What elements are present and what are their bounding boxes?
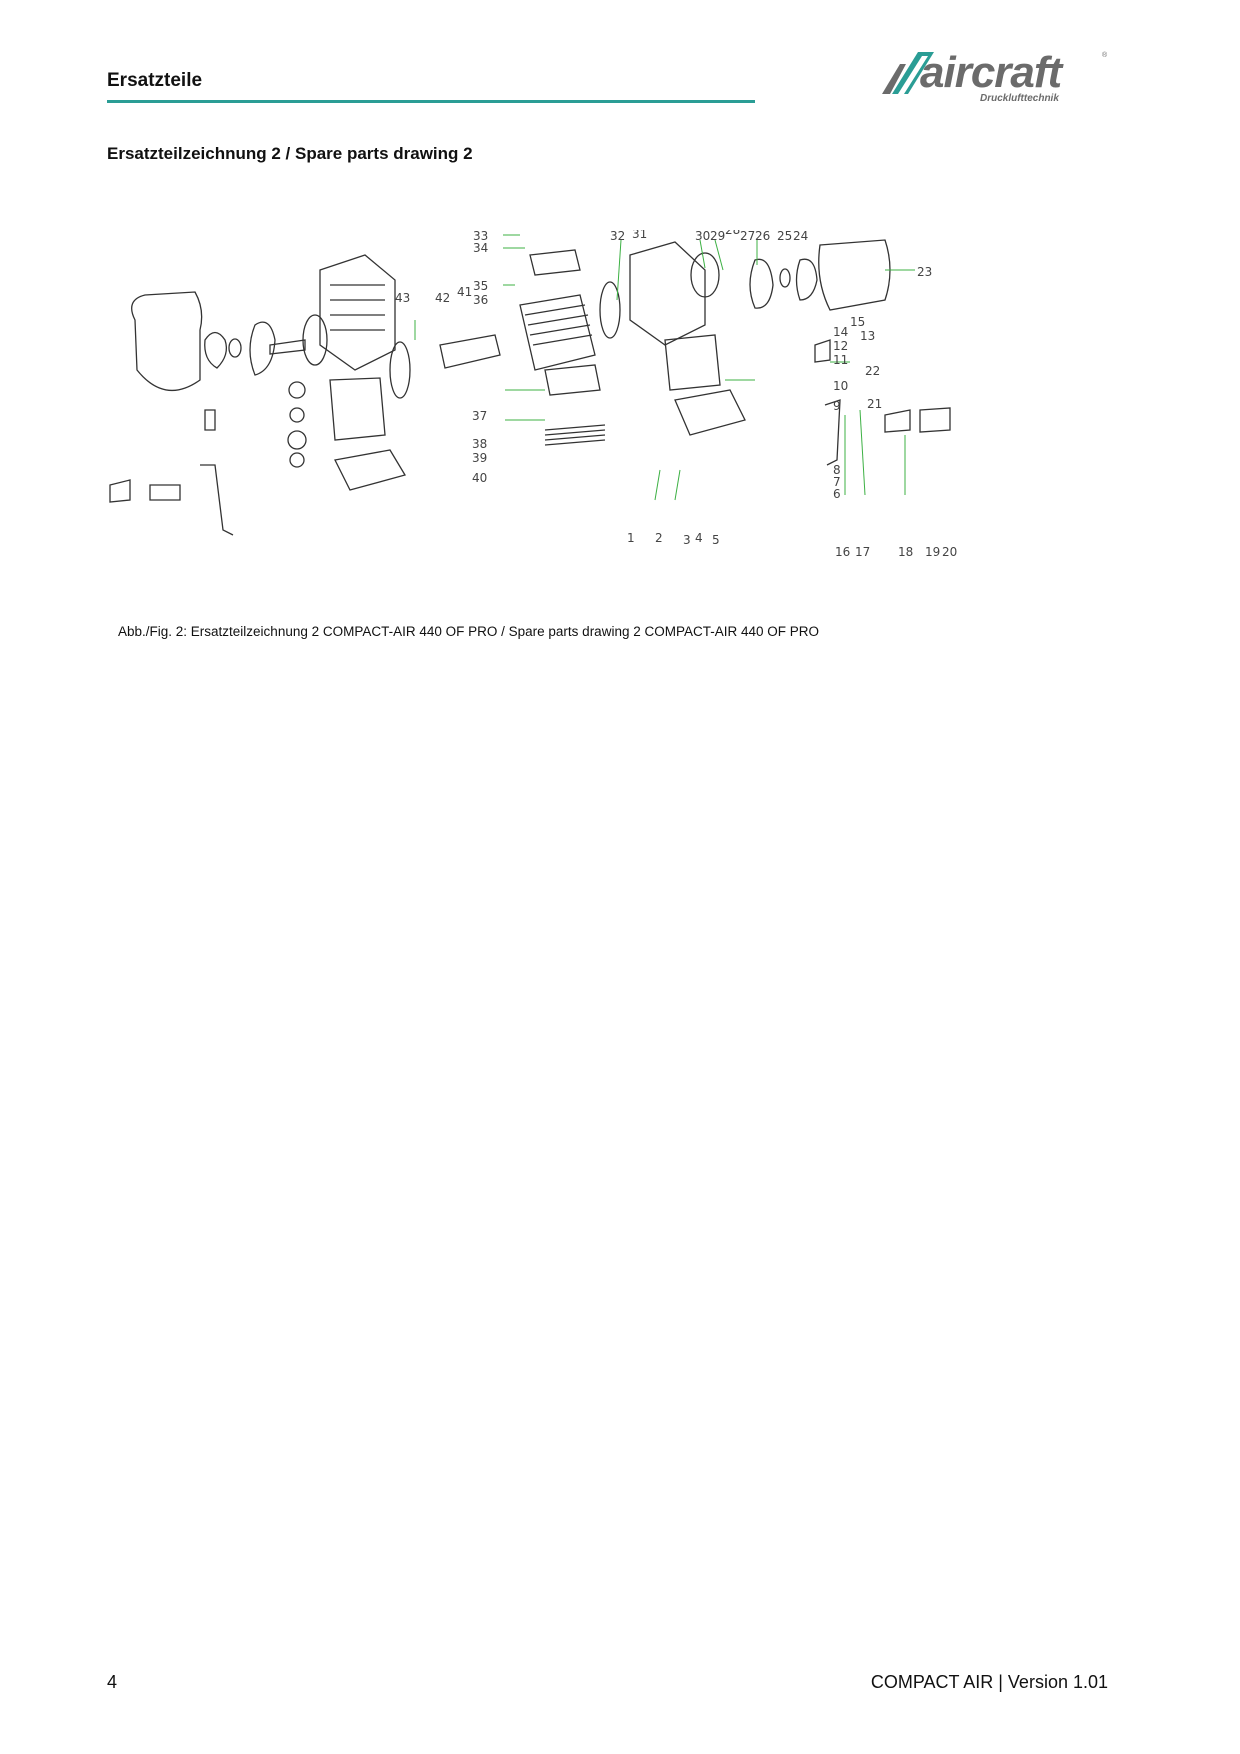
left-valve-plate bbox=[334, 449, 406, 491]
callout-39: 39 bbox=[472, 451, 487, 465]
left-fan-wheel bbox=[249, 321, 276, 376]
callout-21: 21 bbox=[867, 397, 882, 411]
callout-22: 22 bbox=[865, 364, 880, 378]
logo-subtitle: Drucklufttechnik bbox=[980, 93, 1059, 104]
left-pipe bbox=[200, 464, 234, 536]
right-cylinder bbox=[664, 334, 721, 391]
callout-28: 28 bbox=[725, 230, 740, 237]
callout-35: 35 bbox=[473, 279, 488, 293]
callout-20: 20 bbox=[942, 545, 957, 559]
right-valve-plate bbox=[674, 389, 746, 436]
motor-terminal-box bbox=[529, 249, 581, 276]
left-cylinder bbox=[329, 377, 386, 441]
callout-5: 5 bbox=[712, 533, 720, 547]
right-flange-2 bbox=[690, 252, 720, 298]
callout-32: 32 bbox=[610, 230, 625, 243]
right-fitting bbox=[814, 339, 831, 363]
right-flange bbox=[599, 281, 621, 339]
callout-38: 38 bbox=[472, 437, 487, 451]
callout-9: 9 bbox=[833, 399, 841, 413]
callout-7: 7 bbox=[833, 475, 841, 489]
motor-base bbox=[544, 364, 601, 396]
callout-43: 43 bbox=[395, 291, 410, 305]
callout-41: 41 bbox=[457, 285, 472, 299]
left-seal-4 bbox=[289, 452, 305, 468]
callout-37: 37 bbox=[472, 409, 487, 423]
motor-rotor bbox=[439, 334, 501, 369]
logo-wordmark: aircraft bbox=[920, 48, 1062, 97]
callout-36: 36 bbox=[473, 293, 488, 307]
page-header-title: Ersatzteile bbox=[107, 70, 203, 91]
footer-version: COMPACT AIR | Version 1.01 bbox=[870, 1672, 1108, 1692]
callout-40: 40 bbox=[472, 471, 487, 485]
callout-33: 33 bbox=[473, 230, 488, 243]
right-bearing bbox=[779, 268, 791, 288]
right-elbow bbox=[884, 407, 951, 433]
left-seal-3 bbox=[287, 430, 307, 450]
motor-flange-left bbox=[389, 341, 411, 399]
right-fan-wheel bbox=[749, 258, 774, 309]
header-rule bbox=[107, 100, 755, 103]
callout-18: 18 bbox=[898, 545, 913, 559]
callout-31: 31 bbox=[632, 230, 647, 241]
callout-23: 23 bbox=[917, 265, 932, 279]
right-fan-cover bbox=[818, 239, 891, 311]
callout-42: 42 bbox=[435, 291, 450, 305]
section-title: Ersatzteilzeichnung 2 / Spare parts draw… bbox=[107, 144, 473, 163]
left-elbow bbox=[109, 479, 181, 503]
callout-6: 6 bbox=[833, 487, 841, 501]
left-fitting bbox=[204, 409, 216, 431]
callout-8: 8 bbox=[833, 463, 841, 477]
callout-1: 1 bbox=[627, 531, 635, 545]
right-fan bbox=[795, 258, 818, 301]
left-cylinder-fins bbox=[330, 284, 385, 331]
callout-19: 19 bbox=[925, 545, 940, 559]
spare-parts-drawing: 33 34 35 32 31 30 29 28 27 26 25 24 23 4… bbox=[109, 230, 957, 559]
motor-stator-fins bbox=[524, 304, 593, 346]
left-shaft bbox=[269, 339, 306, 355]
brand-logo: aircraft ® Drucklufttechnik bbox=[880, 48, 1110, 108]
callout-15: 15 bbox=[850, 315, 865, 329]
callout-3: 3 bbox=[683, 533, 691, 547]
left-fan-cover bbox=[131, 291, 203, 392]
left-seal-1 bbox=[288, 381, 306, 399]
callout-24: 24 bbox=[793, 230, 808, 243]
callout-30: 30 bbox=[695, 230, 710, 243]
callout-29: 29 bbox=[710, 230, 725, 243]
callout-12: 12 bbox=[833, 339, 848, 353]
logo-mark-icon bbox=[882, 52, 934, 94]
callout-13: 13 bbox=[860, 329, 875, 343]
left-cylinder-head bbox=[319, 254, 396, 371]
callout-17: 17 bbox=[855, 545, 870, 559]
callout-25: 25 bbox=[777, 230, 792, 243]
callout-16: 16 bbox=[835, 545, 850, 559]
callout-4: 4 bbox=[695, 531, 703, 545]
callout-2: 2 bbox=[655, 531, 663, 545]
left-flange bbox=[302, 314, 328, 366]
figure-caption: Abb./Fig. 2: Ersatzteilzeichnung 2 COMPA… bbox=[118, 624, 819, 639]
left-bearing bbox=[228, 338, 242, 358]
motor-stator bbox=[519, 294, 596, 371]
right-cylinder-head bbox=[629, 241, 706, 346]
callout-26: 26 bbox=[755, 230, 770, 243]
right-pipe bbox=[824, 399, 841, 466]
footer-page-number: 4 bbox=[107, 1672, 118, 1692]
left-seal-2 bbox=[289, 407, 305, 423]
logo-registered-mark: ® bbox=[1102, 52, 1108, 59]
callout-10: 10 bbox=[833, 379, 848, 393]
callout-27: 27 bbox=[740, 230, 755, 243]
callout-11: 11 bbox=[833, 353, 848, 367]
left-fan bbox=[204, 331, 228, 369]
callout-34: 34 bbox=[473, 241, 488, 255]
motor-rods bbox=[544, 424, 606, 446]
callout-14: 14 bbox=[833, 325, 848, 339]
